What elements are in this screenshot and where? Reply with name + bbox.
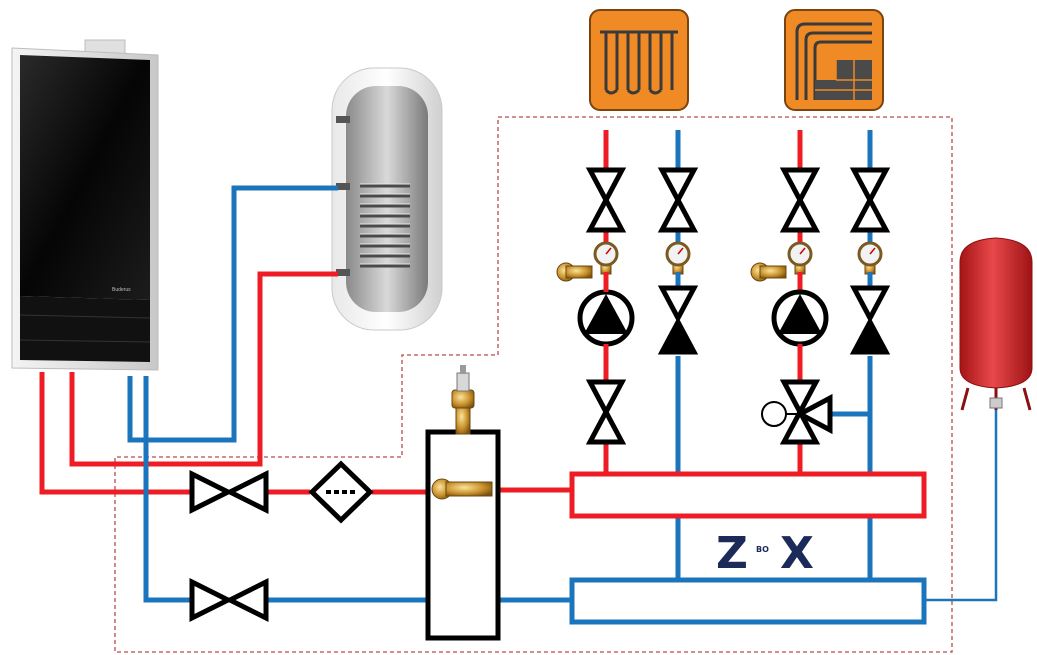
filter-icon	[308, 460, 374, 524]
check-valve-icon	[849, 285, 891, 355]
pump-sensor-icon	[556, 262, 593, 282]
thermometer-icon	[787, 241, 813, 275]
hot-water-tank	[331, 67, 443, 331]
supply-manifold	[569, 471, 927, 519]
valve-stubs	[603, 232, 873, 246]
thermometer-icon	[857, 241, 883, 275]
valve-icon	[849, 167, 891, 233]
check-valve-icon	[657, 285, 699, 355]
three-way-valve-icon	[761, 379, 833, 445]
pump-icon	[771, 289, 829, 347]
zbox-logo: Z BO X	[716, 528, 814, 579]
return-pipes	[127, 130, 998, 603]
pump-icon	[577, 289, 635, 347]
underfloor-heating-panel-icon	[589, 9, 689, 111]
logo-letter-x: X	[780, 528, 814, 579]
boiler-brand: Buderus	[112, 287, 131, 293]
gas-boiler: Buderus	[11, 39, 159, 371]
thermometer-icon	[665, 241, 691, 275]
expansion-tank-icon	[959, 237, 1033, 411]
thermometer-icon	[593, 241, 619, 275]
valve-icon	[657, 167, 699, 233]
separator-sensor-icon	[431, 478, 493, 500]
dashed-enclosure	[114, 116, 953, 653]
return-manifold	[569, 577, 927, 625]
valve-icon	[779, 167, 821, 233]
valve-icon	[585, 167, 627, 233]
logo-middle: BO	[756, 545, 769, 554]
logo-letter-z: Z	[716, 528, 748, 579]
valve-icon	[189, 577, 269, 623]
valve-icon	[189, 469, 269, 515]
air-vent-icon	[451, 365, 475, 435]
hydraulic-separator	[425, 429, 501, 641]
pump-sensor-icon	[750, 262, 787, 282]
valve-icon	[585, 379, 627, 445]
underfloor-spiral-panel-icon	[784, 9, 884, 111]
